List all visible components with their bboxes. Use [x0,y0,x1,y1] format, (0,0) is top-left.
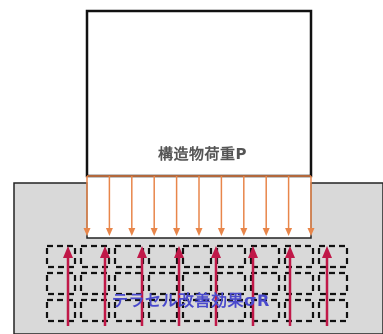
reaction-arrow [137,246,147,326]
geocell [147,298,179,323]
geocell [79,298,111,323]
reaction-arrow [100,246,110,326]
load-arrow [195,176,203,236]
geocell [45,244,77,269]
geocell [181,298,213,323]
improvement-effect-label: テラセル改善効果σR [112,291,270,310]
geocell [113,244,145,269]
geocell [181,244,213,269]
geocell [45,298,77,323]
geocell [79,244,111,269]
geocell [317,298,349,323]
load-arrow [240,176,248,236]
load-arrow [150,176,158,236]
geocell [113,298,145,323]
reaction-arrow [174,246,184,326]
geocell [113,271,145,296]
geocell [147,271,179,296]
load-arrow [128,176,136,236]
geocell [283,298,315,323]
geocell [215,244,247,269]
load-arrow [262,176,270,236]
reaction-arrow [63,246,73,326]
geocell [147,244,179,269]
geocell [249,298,281,323]
load-arrow [285,176,293,236]
load-arrows [83,176,315,236]
reaction-arrow [285,246,295,326]
geocell [215,271,247,296]
geocell [317,244,349,269]
load-distribution [83,175,315,236]
load-arrow [173,176,181,236]
reaction-arrow [211,246,221,326]
geocell [181,271,213,296]
geocell [317,271,349,296]
geocell [283,244,315,269]
geocell-grid [45,244,349,323]
reaction-arrows [63,246,332,326]
geocell [249,271,281,296]
load-arrow [83,176,91,236]
load-arrow [307,176,315,236]
geocell [45,271,77,296]
geocell [215,298,247,323]
load-arrow [217,176,225,236]
geocell [79,271,111,296]
structural-load-label: 構造物荷重P [158,145,247,163]
geocell [283,271,315,296]
geocell [249,244,281,269]
reaction-arrow [248,246,258,326]
structure-block [85,9,313,178]
load-arrow [105,176,113,236]
reaction-arrow [322,246,332,326]
